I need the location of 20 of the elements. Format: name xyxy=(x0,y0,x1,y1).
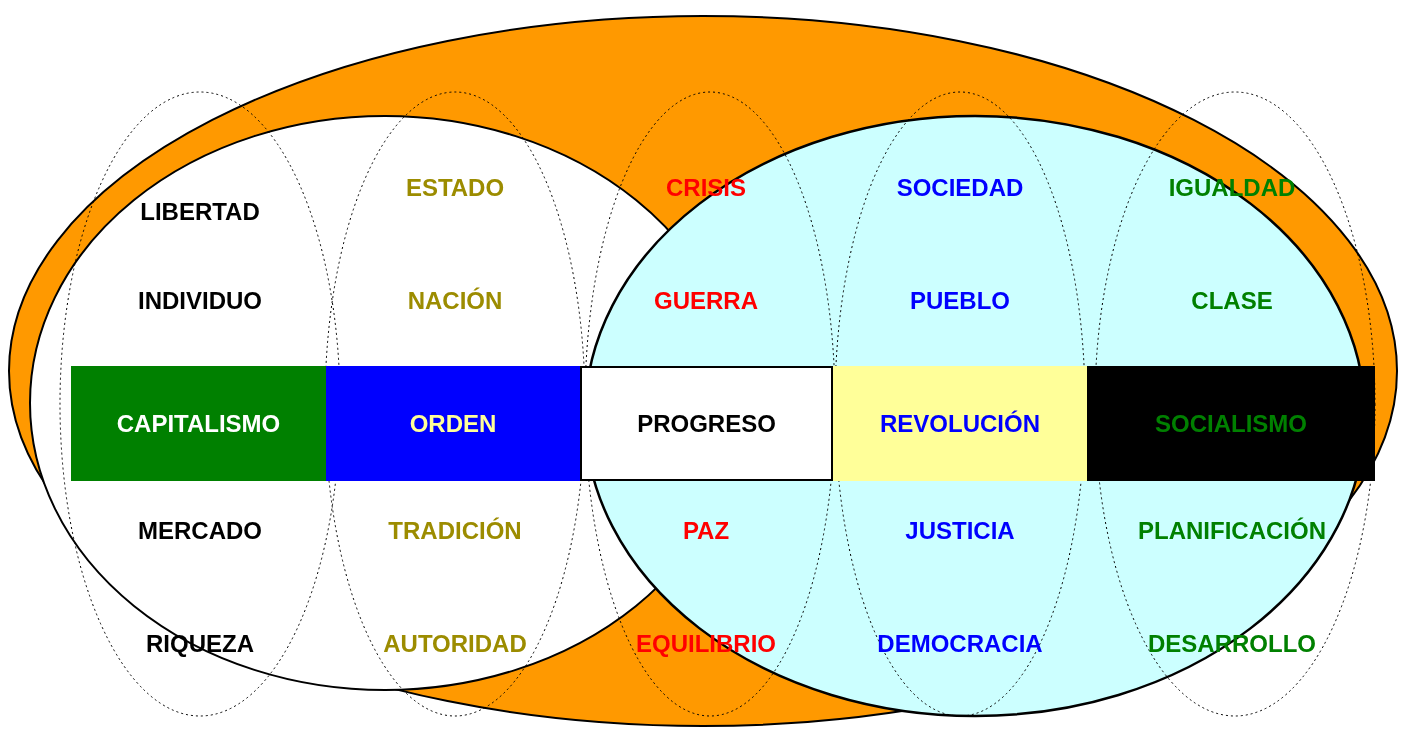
concept-word: ESTADO xyxy=(405,176,505,200)
concept-word: TRADICIÓN xyxy=(388,519,522,543)
concept-word: MERCADO xyxy=(138,519,262,543)
concept-word: DEMOCRACIA xyxy=(877,632,1043,656)
concept-word: NACIÓN xyxy=(407,289,503,313)
band-segment: PROGRESO xyxy=(580,366,833,481)
concept-word: CLASE xyxy=(1191,289,1273,313)
band-segment: CAPITALISMO xyxy=(71,366,326,481)
concept-word: PLANIFICACIÓN xyxy=(1138,519,1326,543)
concept-word: JUSTICIA xyxy=(905,519,1015,543)
concept-word: GUERRA xyxy=(654,289,758,313)
concept-word: SOCIEDAD xyxy=(896,176,1024,200)
concept-word: AUTORIDAD xyxy=(383,632,527,656)
concept-word: PAZ xyxy=(682,519,730,543)
band-segment: ORDEN xyxy=(326,366,580,481)
concept-word: LIBERTAD xyxy=(140,200,260,224)
band-segment: SOCIALISMO xyxy=(1087,366,1375,481)
concept-word: INDIVIDUO xyxy=(138,289,262,313)
concept-word: PUEBLO xyxy=(910,289,1010,313)
band-segment: REVOLUCIÓN xyxy=(833,366,1087,481)
